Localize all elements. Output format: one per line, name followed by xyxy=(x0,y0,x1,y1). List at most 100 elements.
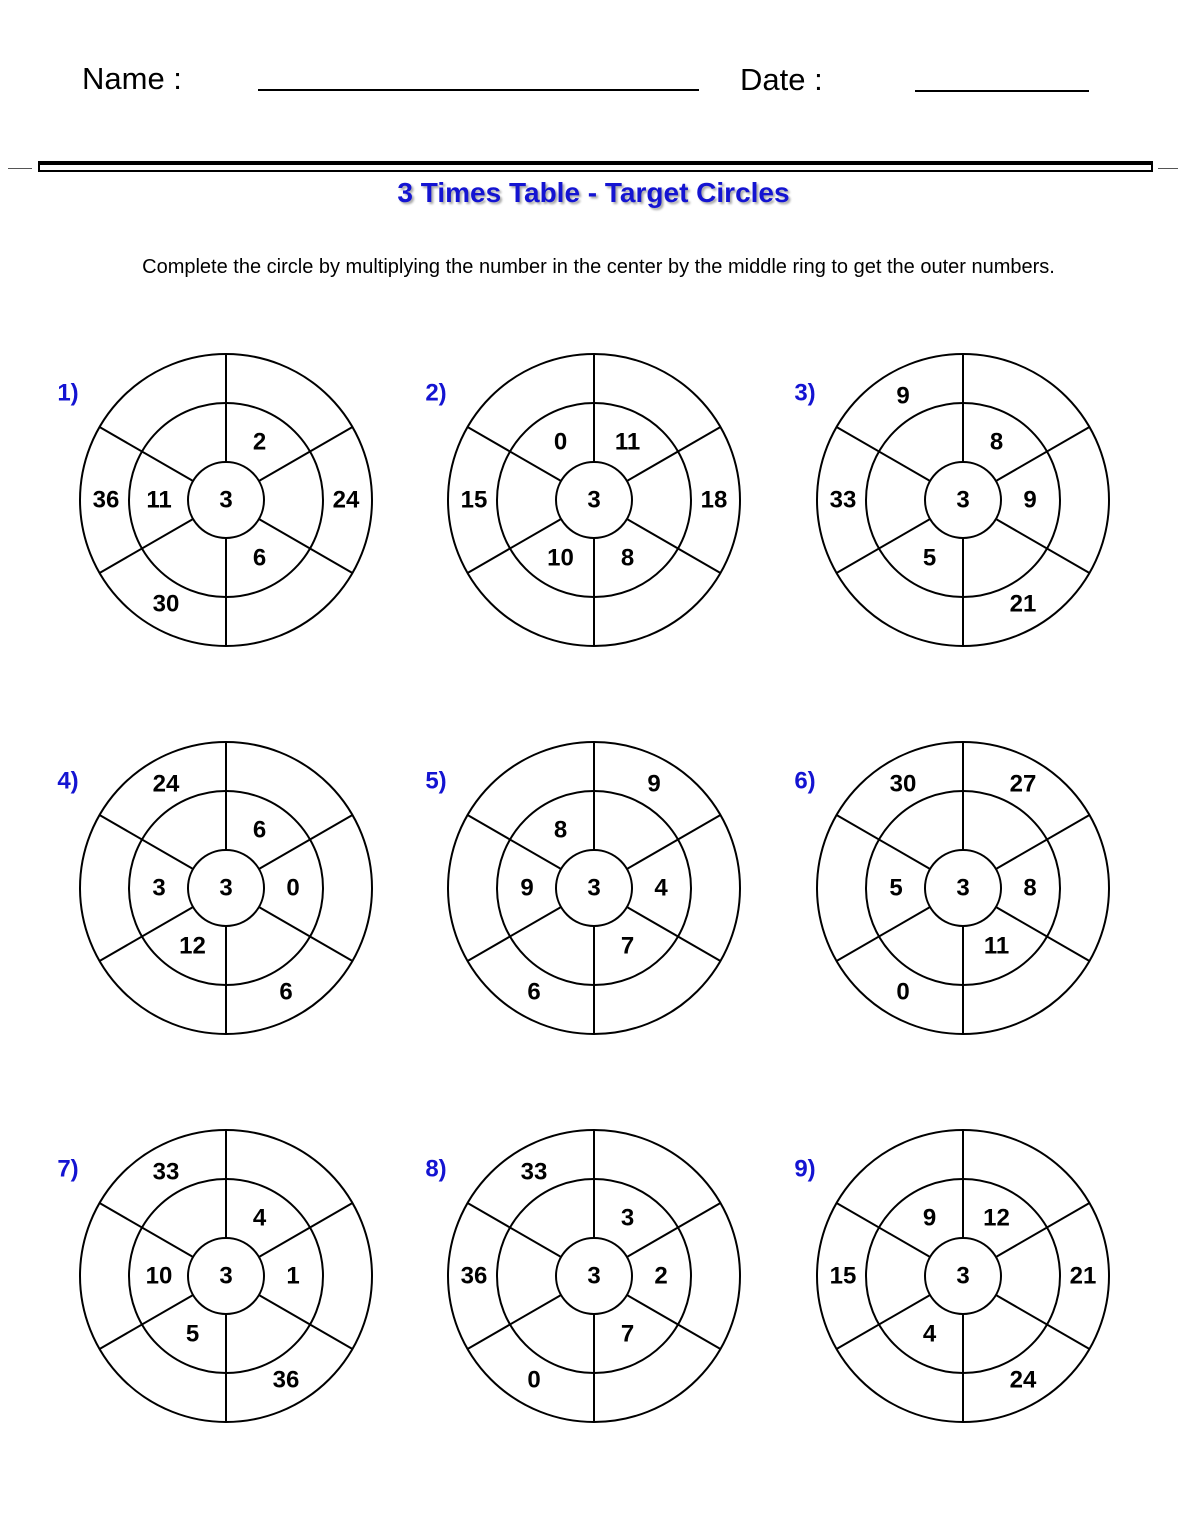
outer-answer-blank[interactable] xyxy=(1059,484,1107,516)
outer-number: 6 xyxy=(527,978,540,1005)
outer-answer-blank[interactable] xyxy=(82,872,130,904)
outer-number: 36 xyxy=(93,487,120,514)
outer-answer-blank[interactable] xyxy=(879,1364,927,1396)
outer-number: 36 xyxy=(461,1263,488,1290)
middle-answer-blank[interactable] xyxy=(910,816,950,844)
name-field-line[interactable] xyxy=(258,89,699,91)
center-number: 3 xyxy=(587,1263,600,1290)
middle-number: 5 xyxy=(889,875,902,902)
middle-answer-blank[interactable] xyxy=(641,486,681,514)
middle-answer-blank[interactable] xyxy=(541,932,581,960)
outer-answer-blank[interactable] xyxy=(262,380,310,412)
outer-number: 9 xyxy=(896,383,909,410)
segment-divider xyxy=(836,1294,931,1350)
segment-divider xyxy=(995,906,1090,962)
outer-answer-blank[interactable] xyxy=(819,872,867,904)
date-field-line[interactable] xyxy=(915,90,1089,92)
outer-answer-blank[interactable] xyxy=(690,1260,738,1292)
middle-number: 1 xyxy=(286,1263,299,1290)
middle-answer-blank[interactable] xyxy=(977,544,1017,572)
outer-number: 33 xyxy=(521,1159,548,1186)
middle-answer-blank[interactable] xyxy=(173,1204,213,1232)
middle-number: 11 xyxy=(146,487,171,514)
outer-number: 21 xyxy=(1010,590,1037,617)
outer-answer-blank[interactable] xyxy=(262,768,310,800)
outer-answer-blank[interactable] xyxy=(630,1364,678,1396)
segment-divider xyxy=(836,814,931,870)
outer-answer-blank[interactable] xyxy=(450,872,498,904)
middle-answer-blank[interactable] xyxy=(977,816,1017,844)
outer-answer-blank[interactable] xyxy=(999,380,1047,412)
middle-number: 3 xyxy=(621,1205,634,1232)
middle-answer-blank[interactable] xyxy=(173,816,213,844)
center-number: 3 xyxy=(956,875,969,902)
middle-answer-blank[interactable] xyxy=(273,486,313,514)
outer-answer-blank[interactable] xyxy=(630,976,678,1008)
middle-answer-blank[interactable] xyxy=(876,486,916,514)
outer-answer-blank[interactable] xyxy=(630,380,678,412)
outer-number: 9 xyxy=(647,771,660,798)
middle-answer-blank[interactable] xyxy=(1010,1262,1050,1290)
outer-answer-blank[interactable] xyxy=(879,588,927,620)
segment-divider xyxy=(258,906,353,962)
outer-answer-blank[interactable] xyxy=(999,1156,1047,1188)
outer-answer-blank[interactable] xyxy=(142,1364,190,1396)
segment-divider xyxy=(995,814,1090,870)
middle-number: 10 xyxy=(547,545,574,572)
middle-answer-blank[interactable] xyxy=(240,932,280,960)
outer-answer-blank[interactable] xyxy=(142,976,190,1008)
middle-answer-blank[interactable] xyxy=(910,428,950,456)
outer-number: 24 xyxy=(1010,1366,1037,1393)
segment-divider xyxy=(626,1202,721,1258)
outer-answer-blank[interactable] xyxy=(510,380,558,412)
outer-answer-blank[interactable] xyxy=(262,1156,310,1188)
middle-answer-blank[interactable] xyxy=(240,1320,280,1348)
middle-answer-blank[interactable] xyxy=(876,1262,916,1290)
middle-answer-blank[interactable] xyxy=(608,816,648,844)
outer-number: 33 xyxy=(830,487,857,514)
outer-number: 24 xyxy=(153,771,180,798)
outer-number: 15 xyxy=(830,1263,857,1290)
outer-answer-blank[interactable] xyxy=(142,380,190,412)
middle-answer-blank[interactable] xyxy=(977,1320,1017,1348)
middle-number: 12 xyxy=(179,933,206,960)
middle-answer-blank[interactable] xyxy=(507,1262,547,1290)
outer-answer-blank[interactable] xyxy=(262,588,310,620)
middle-answer-blank[interactable] xyxy=(173,428,213,456)
outer-answer-blank[interactable] xyxy=(510,588,558,620)
outer-number: 15 xyxy=(461,487,488,514)
segment-divider xyxy=(258,1202,353,1258)
outer-answer-blank[interactable] xyxy=(82,1260,130,1292)
outer-answer-blank[interactable] xyxy=(630,588,678,620)
segment-divider xyxy=(995,518,1090,574)
middle-answer-blank[interactable] xyxy=(910,932,950,960)
outer-number: 30 xyxy=(153,590,180,617)
outer-number: 0 xyxy=(896,978,909,1005)
segment-divider xyxy=(626,426,721,482)
outer-number: 21 xyxy=(1070,1263,1097,1290)
outer-answer-blank[interactable] xyxy=(690,872,738,904)
outer-answer-blank[interactable] xyxy=(879,1156,927,1188)
middle-answer-blank[interactable] xyxy=(173,544,213,572)
problem-number: 3) xyxy=(794,380,815,407)
middle-answer-blank[interactable] xyxy=(507,486,547,514)
segment-divider xyxy=(836,1202,931,1258)
outer-number: 18 xyxy=(701,487,728,514)
outer-answer-blank[interactable] xyxy=(510,768,558,800)
middle-answer-blank[interactable] xyxy=(541,1204,581,1232)
outer-answer-blank[interactable] xyxy=(1059,872,1107,904)
segment-divider xyxy=(99,1202,194,1258)
segment-divider xyxy=(995,426,1090,482)
outer-answer-blank[interactable] xyxy=(322,1260,370,1292)
middle-number: 9 xyxy=(1023,487,1036,514)
middle-answer-blank[interactable] xyxy=(541,1320,581,1348)
outer-answer-blank[interactable] xyxy=(630,1156,678,1188)
outer-answer-blank[interactable] xyxy=(999,976,1047,1008)
outer-number: 27 xyxy=(1010,771,1037,798)
middle-number: 6 xyxy=(253,817,266,844)
segment-divider xyxy=(99,814,194,870)
outer-answer-blank[interactable] xyxy=(322,872,370,904)
problem-number: 7) xyxy=(57,1156,78,1183)
middle-number: 9 xyxy=(923,1205,936,1232)
